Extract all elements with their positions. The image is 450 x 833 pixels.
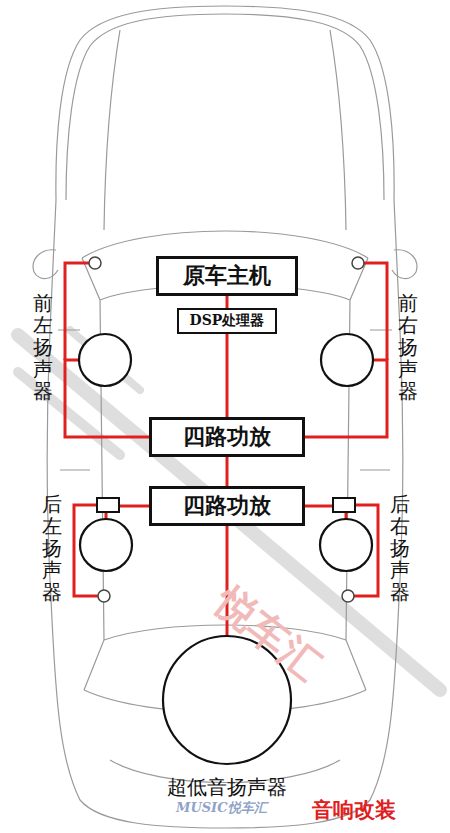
car-body-inner [66,14,384,200]
car-outline [33,6,417,828]
speaker-outline [319,332,375,388]
box-label: DSP处理器 [190,312,265,330]
speaker-outline [77,332,133,388]
speaker-label: 后右扬声器 [390,493,410,603]
mirror-right [392,250,417,279]
front-left-speaker: 前左扬声器 [77,332,133,388]
speaker-outline [318,517,374,573]
box-label: 四路功放 [183,491,271,521]
amplifier-box: 四路功放 [149,486,305,526]
crossover [333,498,355,512]
tweeter [352,257,364,269]
speaker-label: 前左扬声器 [33,292,53,402]
box-label: 四路功放 [183,422,271,452]
speaker-cone [320,519,372,571]
box-label: 原车主机 [183,261,271,291]
watermark-text: 音响改装 [312,796,396,824]
signal-wire [226,457,229,486]
speaker-label: 后左扬声器 [42,493,62,603]
door-line [58,330,392,470]
tweeter [98,590,110,602]
crossover [97,498,119,512]
head-unit-box: 原车主机 [156,256,298,296]
watermark-stroke [70,330,140,390]
tweeter-wires [65,263,387,596]
dsp-box: DSP处理器 [177,308,277,334]
mirror-left [33,250,58,279]
hood-line [104,30,346,230]
speaker-cone [79,334,131,386]
tweeter [89,257,101,269]
rear-left-speaker: 后左扬声器 [78,517,134,573]
speaker-cone [321,334,373,386]
amplifier-box: 四路功放 [149,417,305,457]
speaker-label: 前右扬声器 [398,292,418,402]
speaker-cone [80,519,132,571]
car-body [47,6,403,828]
windshield [82,231,368,300]
speaker-label: 超低音扬声器 [167,774,287,801]
tweeter [342,590,354,602]
signal-wire [226,334,229,417]
speaker-outline [78,517,134,573]
rear-right-speaker: 后右扬声器 [318,517,374,573]
watermark-logo: MUSIC悦车汇 [176,799,267,817]
signal-wire [226,296,229,308]
front-right-speaker: 前右扬声器 [319,332,375,388]
